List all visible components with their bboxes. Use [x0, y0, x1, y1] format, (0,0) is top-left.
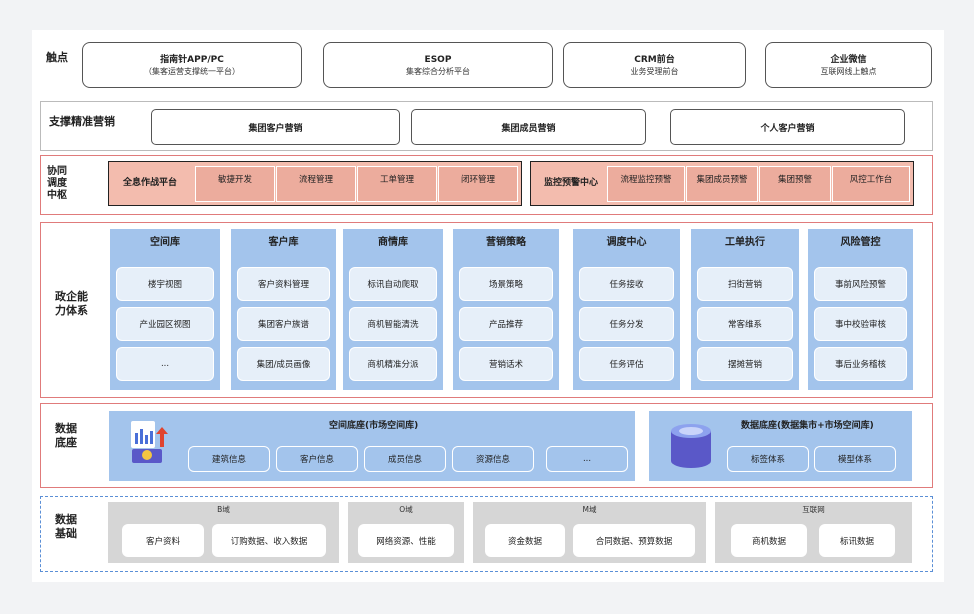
platform-item[interactable]: 闭环管理 [438, 166, 518, 202]
domain-item[interactable]: 商机数据 [731, 524, 807, 557]
touchpoints-row: 触点 指南针APP/PC （集客运营支撑统一平台） ESOP 集客综合分析平台 … [32, 30, 944, 98]
combat-platform-title: 全息作战平台 [123, 178, 178, 188]
space-base-item[interactable]: 建筑信息 [188, 446, 270, 472]
capability-item[interactable]: 产业园区视图 [116, 307, 214, 341]
capability-item[interactable]: 商机智能清洗 [349, 307, 437, 341]
capability-column: 空间库 楼宇视图 产业园区视图 ... [110, 229, 220, 390]
capability-item[interactable]: 任务接收 [579, 267, 674, 301]
capability-column: 工单执行 扫街营销 常客维系 摆摊营销 [691, 229, 799, 390]
support-row: 支撑精准营销 集团客户营销 集团成员营销 个人客户营销 [40, 101, 933, 151]
support-label: 支撑精准营销 [49, 115, 115, 128]
architecture-diagram: 触点 指南针APP/PC （集客运营支撑统一平台） ESOP 集客综合分析平台 … [32, 30, 944, 582]
capability-column: 商情库 标讯自动爬取 商机智能清洗 商机精准分派 [343, 229, 443, 390]
data-base-row: 数据 底座 空间底座(市场空间库) 建筑信息 客户信息 [40, 403, 933, 488]
space-base-title: 空间底座(市场空间库) [329, 421, 419, 431]
touchpoint-card[interactable]: 指南针APP/PC （集客运营支撑统一平台） [82, 42, 302, 88]
domain-title: O域 [399, 505, 413, 514]
domain-item[interactable]: 订购数据、收入数据 [212, 524, 326, 557]
capability-item[interactable]: 商机精准分派 [349, 347, 437, 381]
domain-panel-b: B域 客户资料 订购数据、收入数据 [108, 502, 339, 563]
platform-item[interactable]: 工单管理 [357, 166, 437, 202]
capability-item[interactable]: 场景策略 [459, 267, 553, 301]
capability-column: 营销策略 场景策略 产品推荐 营销话术 [453, 229, 559, 390]
domain-panel-m: M域 资金数据 合同数据、预算数据 [473, 502, 706, 563]
capability-item[interactable]: 集团/成员画像 [237, 347, 330, 381]
touchpoint-card[interactable]: CRM前台 业务受理前台 [563, 42, 746, 88]
space-base-panel: 空间底座(市场空间库) 建筑信息 客户信息 成员信息 资源信息 ... [109, 411, 635, 481]
capability-column: 风险管控 事前风险预警 事中校验审核 事后业务稽核 [808, 229, 913, 390]
touchpoint-card[interactable]: ESOP 集客综合分析平台 [323, 42, 553, 88]
support-card[interactable]: 个人客户营销 [670, 109, 905, 145]
data-base-panel: 数据底座(数据集市+市场空间库) 标签体系 模型体系 [649, 411, 912, 481]
capability-item[interactable]: ... [116, 347, 214, 381]
data-foundation-row: 数据 基础 B域 客户资料 订购数据、收入数据 O域 网络资源、性能 M域 资金… [40, 496, 933, 572]
combat-platform: 全息作战平台 敏捷开发 流程管理 工单管理 闭环管理 [108, 161, 522, 206]
capability-item[interactable]: 扫街营销 [697, 267, 793, 301]
domain-title: M域 [582, 505, 597, 514]
space-base-item[interactable]: 成员信息 [364, 446, 446, 472]
capability-item[interactable]: 事前风险预警 [814, 267, 907, 301]
monitor-item[interactable]: 集团预警 [759, 166, 831, 202]
capability-column-title: 空间库 [150, 237, 180, 248]
database-cylinder-icon [669, 421, 713, 471]
touchpoints-label: 触点 [46, 51, 68, 64]
monitor-center: 监控预警中心 流程监控预警 集团成员预警 集团预警 风控工作台 [530, 161, 914, 206]
capability-label: 政企能 力体系 [55, 290, 88, 317]
monitor-item[interactable]: 风控工作台 [832, 166, 910, 202]
capability-item[interactable]: 产品推荐 [459, 307, 553, 341]
monitor-item[interactable]: 流程监控预警 [607, 166, 685, 202]
domain-title: 互联网 [802, 505, 825, 514]
coordination-row: 协同 调度 中枢 全息作战平台 敏捷开发 流程管理 工单管理 闭环管理 监控预警… [40, 155, 933, 215]
capability-item[interactable]: 事中校验审核 [814, 307, 907, 341]
capability-item[interactable]: 客户资料管理 [237, 267, 330, 301]
capability-column-title: 客户库 [268, 237, 299, 248]
capability-column-title: 商情库 [378, 237, 408, 248]
capability-row: 政企能 力体系 空间库 楼宇视图 产业园区视图 ... 客户库 客户资料管理 集… [40, 222, 933, 398]
capability-column: 调度中心 任务接收 任务分发 任务评估 [573, 229, 680, 390]
capability-column-title: 营销策略 [486, 237, 526, 248]
capability-item[interactable]: 任务评估 [579, 347, 674, 381]
capability-item[interactable]: 任务分发 [579, 307, 674, 341]
capability-column-title: 工单执行 [725, 237, 765, 248]
domain-item[interactable]: 网络资源、性能 [358, 524, 454, 557]
space-base-item[interactable]: 客户信息 [276, 446, 358, 472]
domain-item[interactable]: 标讯数据 [819, 524, 895, 557]
space-base-item[interactable]: 资源信息 [452, 446, 534, 472]
data-foundation-label: 数据 基础 [55, 513, 77, 540]
domain-panel-internet: 互联网 商机数据 标讯数据 [715, 502, 912, 563]
capability-item[interactable]: 楼宇视图 [116, 267, 214, 301]
capability-item[interactable]: 集团客户族谱 [237, 307, 330, 341]
domain-item[interactable]: 合同数据、预算数据 [573, 524, 695, 557]
data-base-title: 数据底座(数据集市+市场空间库) [741, 421, 874, 431]
domain-panel-o: O域 网络资源、性能 [348, 502, 464, 563]
chart-board-icon [129, 419, 171, 465]
capability-column-title: 风险管控 [840, 237, 881, 248]
capability-column: 客户库 客户资料管理 集团客户族谱 集团/成员画像 [231, 229, 336, 390]
capability-item[interactable]: 常客维系 [697, 307, 793, 341]
support-card[interactable]: 集团客户营销 [151, 109, 400, 145]
data-base-label: 数据 底座 [55, 422, 77, 449]
capability-column-title: 调度中心 [606, 237, 647, 248]
data-base-item[interactable]: 标签体系 [727, 446, 809, 472]
coordination-label: 协同 调度 中枢 [47, 166, 67, 201]
domain-title: B域 [217, 505, 230, 514]
domain-item[interactable]: 客户资料 [122, 524, 204, 557]
data-base-item[interactable]: 模型体系 [814, 446, 896, 472]
space-base-item[interactable]: ... [546, 446, 628, 472]
monitor-center-title: 监控预警中心 [544, 178, 599, 188]
platform-item[interactable]: 敏捷开发 [195, 166, 275, 202]
touchpoint-card[interactable]: 企业微信 互联网线上触点 [765, 42, 932, 88]
capability-item[interactable]: 营销话术 [459, 347, 553, 381]
platform-item[interactable]: 流程管理 [276, 166, 356, 202]
domain-item[interactable]: 资金数据 [485, 524, 565, 557]
monitor-item[interactable]: 集团成员预警 [686, 166, 758, 202]
support-card[interactable]: 集团成员营销 [411, 109, 646, 145]
capability-item[interactable]: 标讯自动爬取 [349, 267, 437, 301]
capability-item[interactable]: 摆摊营销 [697, 347, 793, 381]
capability-item[interactable]: 事后业务稽核 [814, 347, 907, 381]
